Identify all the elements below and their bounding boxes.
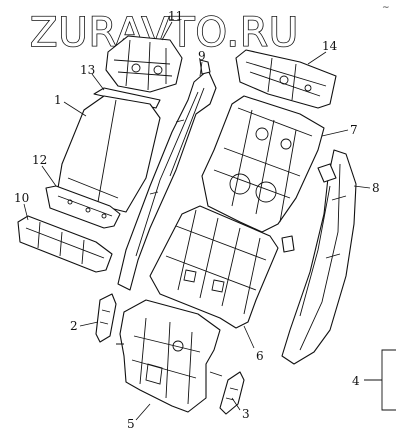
callout-4: 4 xyxy=(352,374,360,388)
callout-10: 10 xyxy=(14,191,29,205)
watermark-text: ZURAVTO.RU xyxy=(30,10,299,56)
part-2-bracket xyxy=(95,293,117,343)
callout-7: 7 xyxy=(350,123,358,137)
part-9-left-side-panel xyxy=(117,59,217,291)
part-3-bracket xyxy=(219,371,245,415)
part-14-rear-crossmember xyxy=(235,49,337,109)
part-4-bracket-symbol xyxy=(364,349,396,411)
callout-13: 13 xyxy=(80,63,95,77)
callout-6: 6 xyxy=(256,349,264,363)
callout-2: 2 xyxy=(70,319,78,333)
part-5-front-end-assembly xyxy=(116,299,223,413)
callout-1: 1 xyxy=(54,93,62,107)
callout-11: 11 xyxy=(168,9,183,23)
callout-14: 14 xyxy=(322,39,338,53)
part-11-rear-upper-panel xyxy=(105,35,183,93)
leader-lines xyxy=(23,21,371,421)
part-8-right-side-panel xyxy=(281,149,357,365)
callout-9: 9 xyxy=(198,49,206,63)
part-12-windshield-header xyxy=(45,185,121,229)
corner-mark: ~ xyxy=(382,3,390,13)
callout-3: 3 xyxy=(242,407,250,421)
callout-8: 8 xyxy=(372,181,380,195)
part-7-rear-floor-pan xyxy=(201,95,325,233)
part-6-front-floor-pan xyxy=(149,205,279,329)
part-1-roof-panel xyxy=(57,95,161,213)
part-10-front-crossbar xyxy=(17,215,113,273)
callout-5: 5 xyxy=(127,417,135,431)
callout-12: 12 xyxy=(32,153,47,167)
